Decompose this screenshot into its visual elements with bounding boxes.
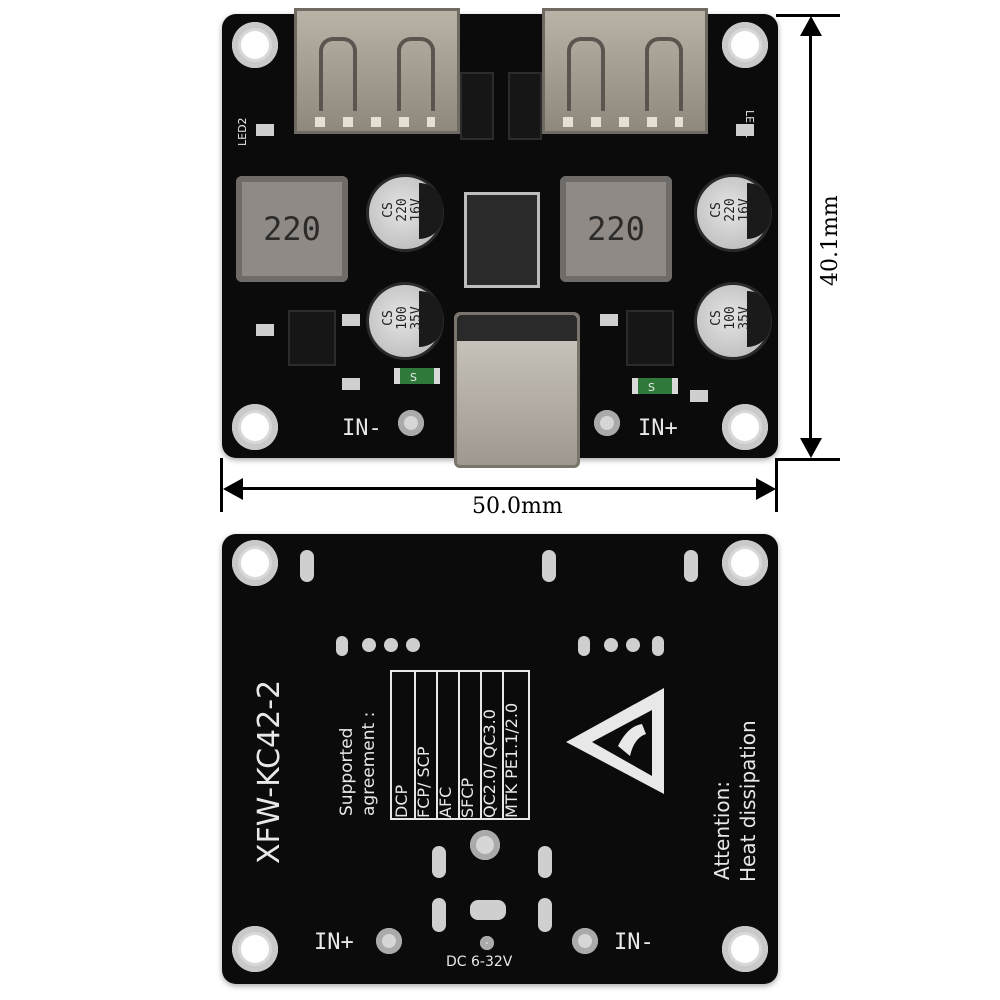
- protocol-table: [390, 670, 530, 820]
- input-pad-minus-bottom: [572, 928, 598, 954]
- attention-label: Attention:: [710, 780, 734, 880]
- protocol-item: QC2.0/ QC3.0: [480, 709, 499, 818]
- solder-pad: [300, 550, 314, 582]
- capacitor-small-right-label: CS 220 16V: [709, 198, 752, 222]
- arrow-up-icon: [800, 16, 822, 36]
- solder-pad: [542, 550, 556, 582]
- solder-pad: [432, 846, 446, 878]
- arrow-right-icon: [756, 478, 776, 500]
- arrow-left-icon: [223, 478, 243, 500]
- pcb-bottom-view: XFW-KC42-2 Supported agreement :: [222, 534, 778, 984]
- led-left: [256, 124, 274, 136]
- ic-left: [288, 310, 336, 366]
- usb-c-port: [454, 312, 580, 468]
- mounting-hole: [722, 404, 768, 450]
- inductor-left-label: 220: [263, 210, 321, 248]
- solder-pad: [538, 898, 552, 932]
- arrow-down-icon: [800, 438, 822, 458]
- pcb-top-view: LED2 LED1 220 220 CS 220 16V CS 220 16V …: [222, 8, 778, 468]
- heat-dissipation-label: Heat dissipation: [736, 720, 760, 882]
- in-minus-label-bottom: IN-: [614, 930, 654, 955]
- small-diode-right: [508, 72, 542, 140]
- solder-pad: [578, 636, 590, 656]
- smd-resistor: [342, 314, 360, 326]
- capacitor-large-right-label: CS 100 35V: [709, 306, 752, 330]
- smd-component-left: S: [394, 368, 440, 384]
- solder-pad: [604, 638, 618, 652]
- in-plus-label: IN+: [638, 416, 678, 441]
- height-dimension-line: [809, 24, 812, 450]
- mounting-hole: [232, 22, 278, 68]
- protocol-item: MTK PE1.1/2.0: [502, 702, 521, 818]
- capacitor-small-left-label: CS 220 16V: [381, 198, 424, 222]
- protocol-item: SFCP: [458, 777, 477, 818]
- small-pad: [480, 936, 494, 950]
- capacitor-large-left-label: CS 100 35V: [381, 306, 424, 330]
- solder-pad: [470, 830, 500, 860]
- mounting-hole: [232, 926, 278, 972]
- inductor-left: 220: [236, 176, 348, 282]
- smd-resistor: [600, 314, 618, 326]
- solder-pad: [432, 898, 446, 932]
- capacitor-small-left: CS 220 16V: [366, 174, 444, 252]
- dimension-tick-left: [220, 458, 223, 512]
- in-plus-label-bottom: IN+: [314, 930, 354, 955]
- small-diode-left: [460, 72, 494, 140]
- dimension-tick-top: [776, 14, 840, 17]
- protocol-item: AFC: [436, 786, 455, 818]
- solder-pad: [470, 900, 506, 920]
- inductor-right: 220: [560, 176, 672, 282]
- solder-pad: [406, 638, 420, 652]
- input-pad-plus: [594, 410, 620, 436]
- smd-resistor: [342, 378, 360, 390]
- usb-port-left: [294, 8, 460, 134]
- solder-pad: [384, 638, 398, 652]
- model-label: XFW-KC42-2: [252, 679, 287, 864]
- led-right: [736, 124, 754, 136]
- esd-warning-icon: [566, 688, 664, 794]
- dimension-tick-bottom: [776, 458, 840, 461]
- usb-port-right: [542, 8, 708, 134]
- supported-agreement-label: Supported agreement :: [337, 711, 379, 816]
- ic-right: [626, 310, 674, 366]
- solder-pad: [652, 636, 664, 656]
- dc-input-range-label: DC 6-32V: [446, 954, 513, 970]
- protocol-item: DCP: [392, 784, 411, 818]
- width-dimension-line: [232, 487, 766, 490]
- height-dimension-label: 40.1mm: [818, 195, 843, 286]
- smd-resistor: [256, 324, 274, 336]
- solder-pad: [362, 638, 376, 652]
- capacitor-large-right: CS 100 35V: [694, 282, 772, 360]
- solder-pad: [684, 550, 698, 582]
- input-pad-plus-bottom: [376, 928, 402, 954]
- in-minus-label: IN-: [342, 416, 382, 441]
- mounting-hole: [722, 22, 768, 68]
- inductor-right-label: 220: [587, 210, 645, 248]
- dimension-tick-right: [775, 458, 778, 512]
- solder-pad: [626, 638, 640, 652]
- protocol-item: FCP/ SCP: [414, 746, 433, 818]
- width-dimension-label: 50.0mm: [472, 494, 563, 519]
- solder-pad: [336, 636, 348, 656]
- solder-pad: [538, 846, 552, 878]
- capacitor-large-left: CS 100 35V: [366, 282, 444, 360]
- smd-resistor: [690, 390, 708, 402]
- mounting-hole: [232, 404, 278, 450]
- input-pad-minus: [398, 410, 424, 436]
- schottky-diode: [464, 192, 540, 288]
- capacitor-small-right: CS 220 16V: [694, 174, 772, 252]
- smd-component-right: S: [632, 378, 678, 394]
- mounting-hole: [722, 540, 768, 586]
- mounting-hole: [232, 540, 278, 586]
- mounting-hole: [722, 926, 768, 972]
- led2-label: LED2: [236, 117, 249, 146]
